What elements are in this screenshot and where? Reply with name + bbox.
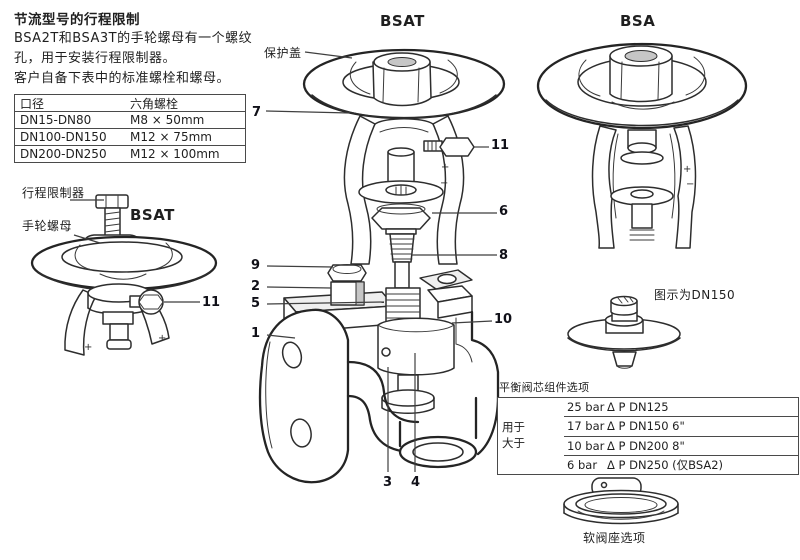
balance-table-title: 平衡阀芯组件选项 — [499, 381, 590, 394]
bolt-table-header-row: 口径 六角螺栓 — [15, 95, 245, 111]
pressure-cell: 6 bar — [567, 457, 598, 472]
balanced-disc-figure — [567, 295, 681, 369]
handwheel-hex-nut — [609, 45, 673, 103]
soft-seat-ring — [563, 477, 679, 525]
protection-cap — [372, 52, 432, 107]
balanced-disc-caption: 图示为DN150 — [654, 288, 736, 302]
soft-seat-caption: 软阀座选项 — [583, 531, 646, 545]
bolt-size-cell: DN15-DN80 — [20, 113, 92, 127]
callout-7: 7 — [252, 105, 262, 120]
intro-line-3: 客户自备下表中的标准螺栓和螺母。 — [14, 71, 231, 86]
bolt-11 — [423, 137, 475, 157]
bolt-size-table: 口径 六角螺栓 DN15-DN80 M8 × 50mm DN100-DN150 … — [14, 94, 246, 163]
minus-mark: − — [440, 178, 448, 189]
side-label-line2: 大于 — [502, 436, 525, 450]
bsat-figure-title: BSAT — [380, 12, 425, 30]
soft-seat-figure — [563, 477, 679, 525]
callout-11: 11 — [491, 138, 510, 153]
gland-nut — [371, 207, 431, 230]
table-row: 17 bar Δ P DN150 6" — [564, 417, 798, 437]
balance-table-rows: 25 bar Δ P DN125 17 bar Δ P DN150 6" 10 … — [564, 398, 798, 474]
valve-stem-assembly — [358, 147, 444, 289]
bolt-spec-cell: M12 × 100mm — [130, 147, 220, 161]
bonnet — [591, 125, 697, 249]
bsa-valve-figure: + − — [536, 42, 748, 249]
bolt-table-header-bolt: 六角螺栓 — [130, 96, 179, 111]
plus-mark: + — [683, 164, 691, 175]
bsat-valve-section-figure: + − — [258, 48, 506, 484]
pressure-cell: 10 bar — [567, 438, 605, 453]
bolt-size-cell: DN100-DN150 — [20, 130, 107, 144]
travel-limiter-label: 行程限制器 — [22, 186, 85, 200]
protection-cap-label: 保护盖 — [264, 46, 302, 60]
table-row: 6 bar Δ P DN250 (仅BSA2) — [564, 456, 798, 474]
plus-mark: + — [158, 333, 166, 344]
bolt-table-header-size: 口径 — [20, 96, 45, 111]
handwheel-nut-label: 手轮螺母 — [22, 219, 73, 233]
callout-5: 5 — [251, 296, 261, 311]
callout-8: 8 — [499, 248, 509, 263]
disc-plate — [567, 318, 681, 369]
pressure-cell: 17 bar — [567, 419, 605, 434]
spec-cell: Δ P DN200 8" — [607, 438, 685, 453]
callout-6: 6 — [499, 204, 509, 219]
pressure-cell: 25 bar — [567, 400, 605, 415]
callout-2: 2 — [251, 279, 261, 294]
page-title: 节流型号的行程限制 — [14, 12, 140, 28]
valve-body — [346, 310, 500, 469]
callout-10: 10 — [494, 312, 513, 327]
left-flange — [258, 308, 350, 484]
limiter-figure-model-label: BSAT — [130, 206, 175, 224]
bellows-shroud — [389, 233, 415, 263]
callout-4: 4 — [411, 475, 421, 490]
travel-limiter-figure: + + — [30, 194, 218, 356]
balance-options-table: 用于 大于 25 bar Δ P DN125 17 bar Δ P DN150 … — [497, 397, 799, 475]
valve-seat — [381, 397, 435, 414]
minus-mark: − — [686, 179, 694, 190]
table-row: 25 bar Δ P DN125 — [564, 398, 798, 418]
bolt-spec-cell: M12 × 75mm — [130, 130, 212, 144]
table-row: DN100-DN150 M12 × 75mm — [15, 128, 245, 145]
table-row: DN200-DN250 M12 × 100mm — [15, 145, 245, 162]
plus-mark: + — [441, 162, 449, 173]
bsat-figure-leader-lines — [265, 51, 497, 472]
callout-11-left-figure: 11 — [202, 295, 221, 310]
bolt-size-cell: DN200-DN250 — [20, 147, 107, 161]
balance-table-side-label: 用于 大于 — [498, 398, 564, 474]
spec-cell: Δ P DN150 6" — [607, 419, 685, 434]
wheel-hub-fork: + + — [64, 283, 170, 356]
bolt-spec-cell: M8 × 50mm — [130, 113, 205, 127]
callout-3: 3 — [383, 475, 393, 490]
intro-line-1: BSA2T和BSA3T的手轮螺母有一个螺纹 — [14, 31, 253, 46]
valve-disc — [381, 389, 435, 407]
table-row: DN15-DN80 M8 × 50mm — [15, 111, 245, 128]
spec-cell: Δ P DN250 (仅BSA2) — [607, 457, 724, 472]
bsa-figure-title: BSA — [620, 12, 656, 30]
disc-hub-nut — [604, 295, 644, 334]
left-figure-leader-lines — [70, 199, 200, 303]
callout-9: 9 — [251, 258, 261, 273]
handwheel — [30, 235, 218, 292]
side-label-line1: 用于 — [502, 420, 525, 434]
table-row: 10 bar Δ P DN200 8" — [564, 437, 798, 456]
plus-mark: + — [84, 342, 92, 353]
intro-line-2: 孔，用于安装行程限制器。 — [14, 51, 177, 66]
balanced-plug — [377, 317, 455, 414]
spec-cell: Δ P DN125 — [607, 400, 669, 415]
callout-1: 1 — [251, 326, 261, 341]
